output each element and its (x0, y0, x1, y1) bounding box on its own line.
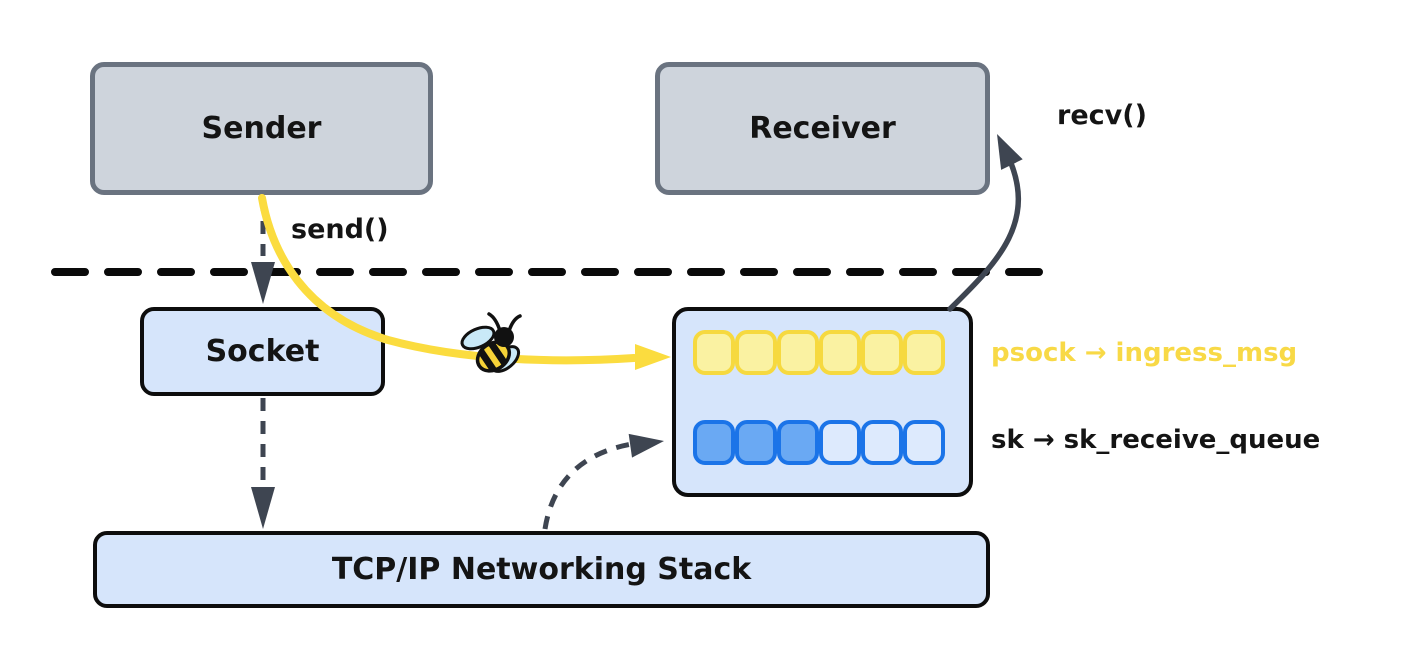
queue-slot (693, 330, 735, 375)
sender-to-socket-arrow (251, 198, 275, 304)
psock-ingress-msg-label: psock → ingress_msg (991, 338, 1298, 368)
queue-slot (903, 420, 945, 465)
sk-receive-queue-label: sk → sk_receive_queue (991, 425, 1321, 455)
recv-call-label: recv() (1057, 100, 1147, 131)
socket-box: Socket (140, 307, 385, 396)
sender-box: Sender (90, 62, 433, 195)
queue-slot (861, 420, 903, 465)
queue-slot (861, 330, 903, 375)
ingress-msg-queue (693, 330, 945, 375)
sk-receive-queue (693, 420, 945, 465)
queue-slot (777, 420, 819, 465)
queue-slot (693, 420, 735, 465)
receiver-box: Receiver (655, 62, 990, 195)
receiver-label: Receiver (749, 111, 896, 146)
send-call-label: send() (291, 214, 389, 245)
queue-slot (735, 330, 777, 375)
queue-slot (819, 420, 861, 465)
sender-label: Sender (201, 111, 322, 146)
queue-slot (735, 420, 777, 465)
tcpip-stack-label: TCP/IP Networking Stack (331, 552, 752, 587)
tcpip-stack-box: TCP/IP Networking Stack (93, 531, 990, 608)
socket-label: Socket (205, 334, 320, 369)
queue-slot (777, 330, 819, 375)
queue-slot (903, 330, 945, 375)
stack-to-queue-arrow (542, 433, 664, 530)
bee-icon (460, 312, 522, 375)
socket-queues-box (672, 307, 973, 497)
queue-slot (819, 330, 861, 375)
socket-to-stack-arrow (251, 398, 275, 529)
